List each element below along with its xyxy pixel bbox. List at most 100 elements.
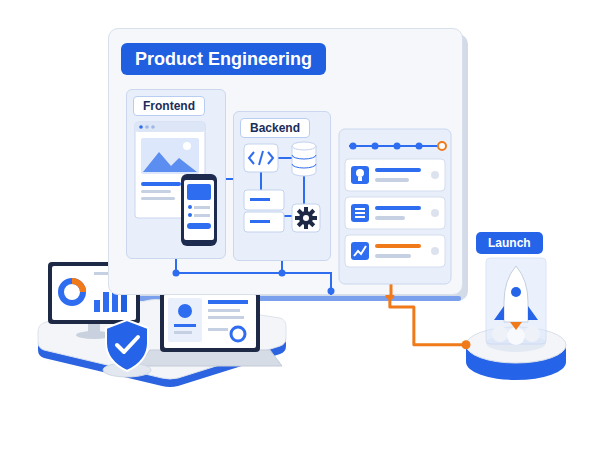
laptop-icon-part	[208, 316, 244, 319]
phone-icon-part	[184, 180, 214, 240]
code-icon-part	[249, 152, 254, 164]
laptop-icon-part	[208, 328, 228, 331]
code-icon-part	[244, 144, 278, 172]
roadmap-panel-part	[375, 206, 421, 210]
shield-icon-part	[117, 337, 138, 352]
gear-icon	[292, 204, 320, 232]
server-blocks	[244, 190, 284, 232]
browser-window-part	[141, 197, 175, 200]
gear-icon-part	[304, 207, 308, 229]
roadmap-panel-part	[339, 129, 451, 284]
browser-window-part	[139, 125, 143, 129]
section-panel: Backend	[233, 111, 331, 261]
database-icon-part	[292, 142, 316, 150]
launch-pad-illustration-part	[524, 326, 540, 342]
roadmap-panel-part	[351, 204, 369, 222]
gear-icon-part	[303, 215, 309, 221]
phone-icon-part	[187, 184, 211, 200]
roadmap-panel-part	[431, 209, 439, 217]
roadmap-panel-part	[355, 216, 365, 218]
roadmap-panel-part	[375, 168, 421, 172]
code-icon-part	[268, 152, 273, 164]
roadmap-panel-part	[416, 143, 423, 150]
shield-icon	[103, 320, 151, 377]
gear-icon-part	[299, 211, 313, 225]
board-panel: Product Engineering Frontend	[108, 28, 463, 295]
browser-window-part	[183, 142, 191, 150]
database-icon-part	[292, 164, 316, 168]
phone-icon	[181, 174, 217, 246]
launch-label: Launch	[476, 232, 543, 254]
gear-icon-part	[297, 209, 315, 227]
backend-wiring-part	[284, 215, 292, 217]
server-blocks-part	[244, 190, 284, 210]
server-blocks-part	[250, 198, 270, 201]
wiring-part	[226, 178, 233, 180]
launch-pad-illustration-part	[504, 266, 528, 322]
launch-pad-illustration-part	[466, 327, 566, 363]
browser-window-part	[151, 125, 155, 129]
roadmap-panel-part	[375, 216, 405, 220]
roadmap-panel-part	[372, 143, 379, 150]
roadmap-panel-part	[345, 197, 445, 229]
backend-wiring-part	[278, 157, 292, 159]
server-blocks-part	[244, 212, 284, 232]
roadmap-panel-part	[394, 143, 401, 150]
browser-window-part	[141, 138, 199, 174]
roadmap-panel-part	[345, 235, 445, 267]
code-icon-part	[259, 151, 263, 165]
roadmap-panel-part	[356, 169, 364, 177]
section-tab: Backend	[240, 118, 310, 138]
laptop-icon-part	[160, 290, 260, 352]
laptop-icon-part	[174, 324, 196, 327]
section-panel: Frontend	[126, 89, 226, 259]
roadmap-panel-part	[358, 177, 362, 181]
launch-pad-illustration-part	[528, 306, 538, 320]
roadmap-panel-part	[431, 171, 439, 179]
roadmap-panel-part	[431, 247, 439, 255]
roadmap-panel-part	[350, 143, 357, 150]
code-icon	[244, 144, 278, 172]
laptop-icon-part	[208, 300, 248, 304]
monitor-icon-part	[72, 281, 83, 292]
database-icon	[292, 142, 316, 176]
roadmap-panel-part	[438, 142, 446, 150]
roadmap-panel-part	[375, 254, 411, 258]
laptop-icon-part	[138, 350, 282, 366]
phone-icon-part	[194, 214, 210, 217]
backend-wiring-part	[260, 172, 262, 190]
browser-window-part	[141, 182, 181, 186]
phone-icon-part	[188, 205, 192, 209]
launch-connector	[390, 295, 466, 345]
browser-window-part	[145, 125, 149, 129]
gear-icon-part	[297, 209, 315, 227]
section-tab: Frontend	[133, 96, 205, 116]
launch-pad-illustration-part	[494, 306, 504, 320]
launch-pad-illustration-part	[486, 258, 546, 344]
wiring-part	[176, 259, 331, 295]
panel-title: Product Engineering	[121, 43, 326, 75]
roadmap-panel-part	[351, 166, 369, 184]
monitor-icon-part	[61, 281, 83, 303]
connector-dot	[462, 340, 471, 349]
launch-pad-illustration-part	[492, 326, 508, 342]
wire-dot	[328, 288, 335, 295]
browser-window-part	[135, 122, 205, 132]
monitor-icon-part	[94, 300, 100, 312]
phone-icon-part	[187, 223, 211, 229]
roadmap-panel-part	[354, 246, 366, 256]
roadmap-panel-part	[375, 244, 421, 248]
laptop-icon-part	[178, 304, 192, 318]
monitor-icon-part	[103, 292, 109, 312]
laptop-icon-part	[168, 298, 202, 342]
laptop-icon-part	[208, 309, 240, 312]
launch-pad-illustration	[466, 258, 566, 380]
gear-icon-part	[295, 216, 317, 220]
browser-window-part	[141, 190, 171, 193]
roadmap-panel-part	[355, 212, 365, 214]
wire-dot	[279, 270, 286, 277]
roadmap-panel-part	[345, 159, 445, 191]
roadmap-panel-part	[375, 178, 409, 182]
phone-icon-part	[181, 174, 217, 246]
